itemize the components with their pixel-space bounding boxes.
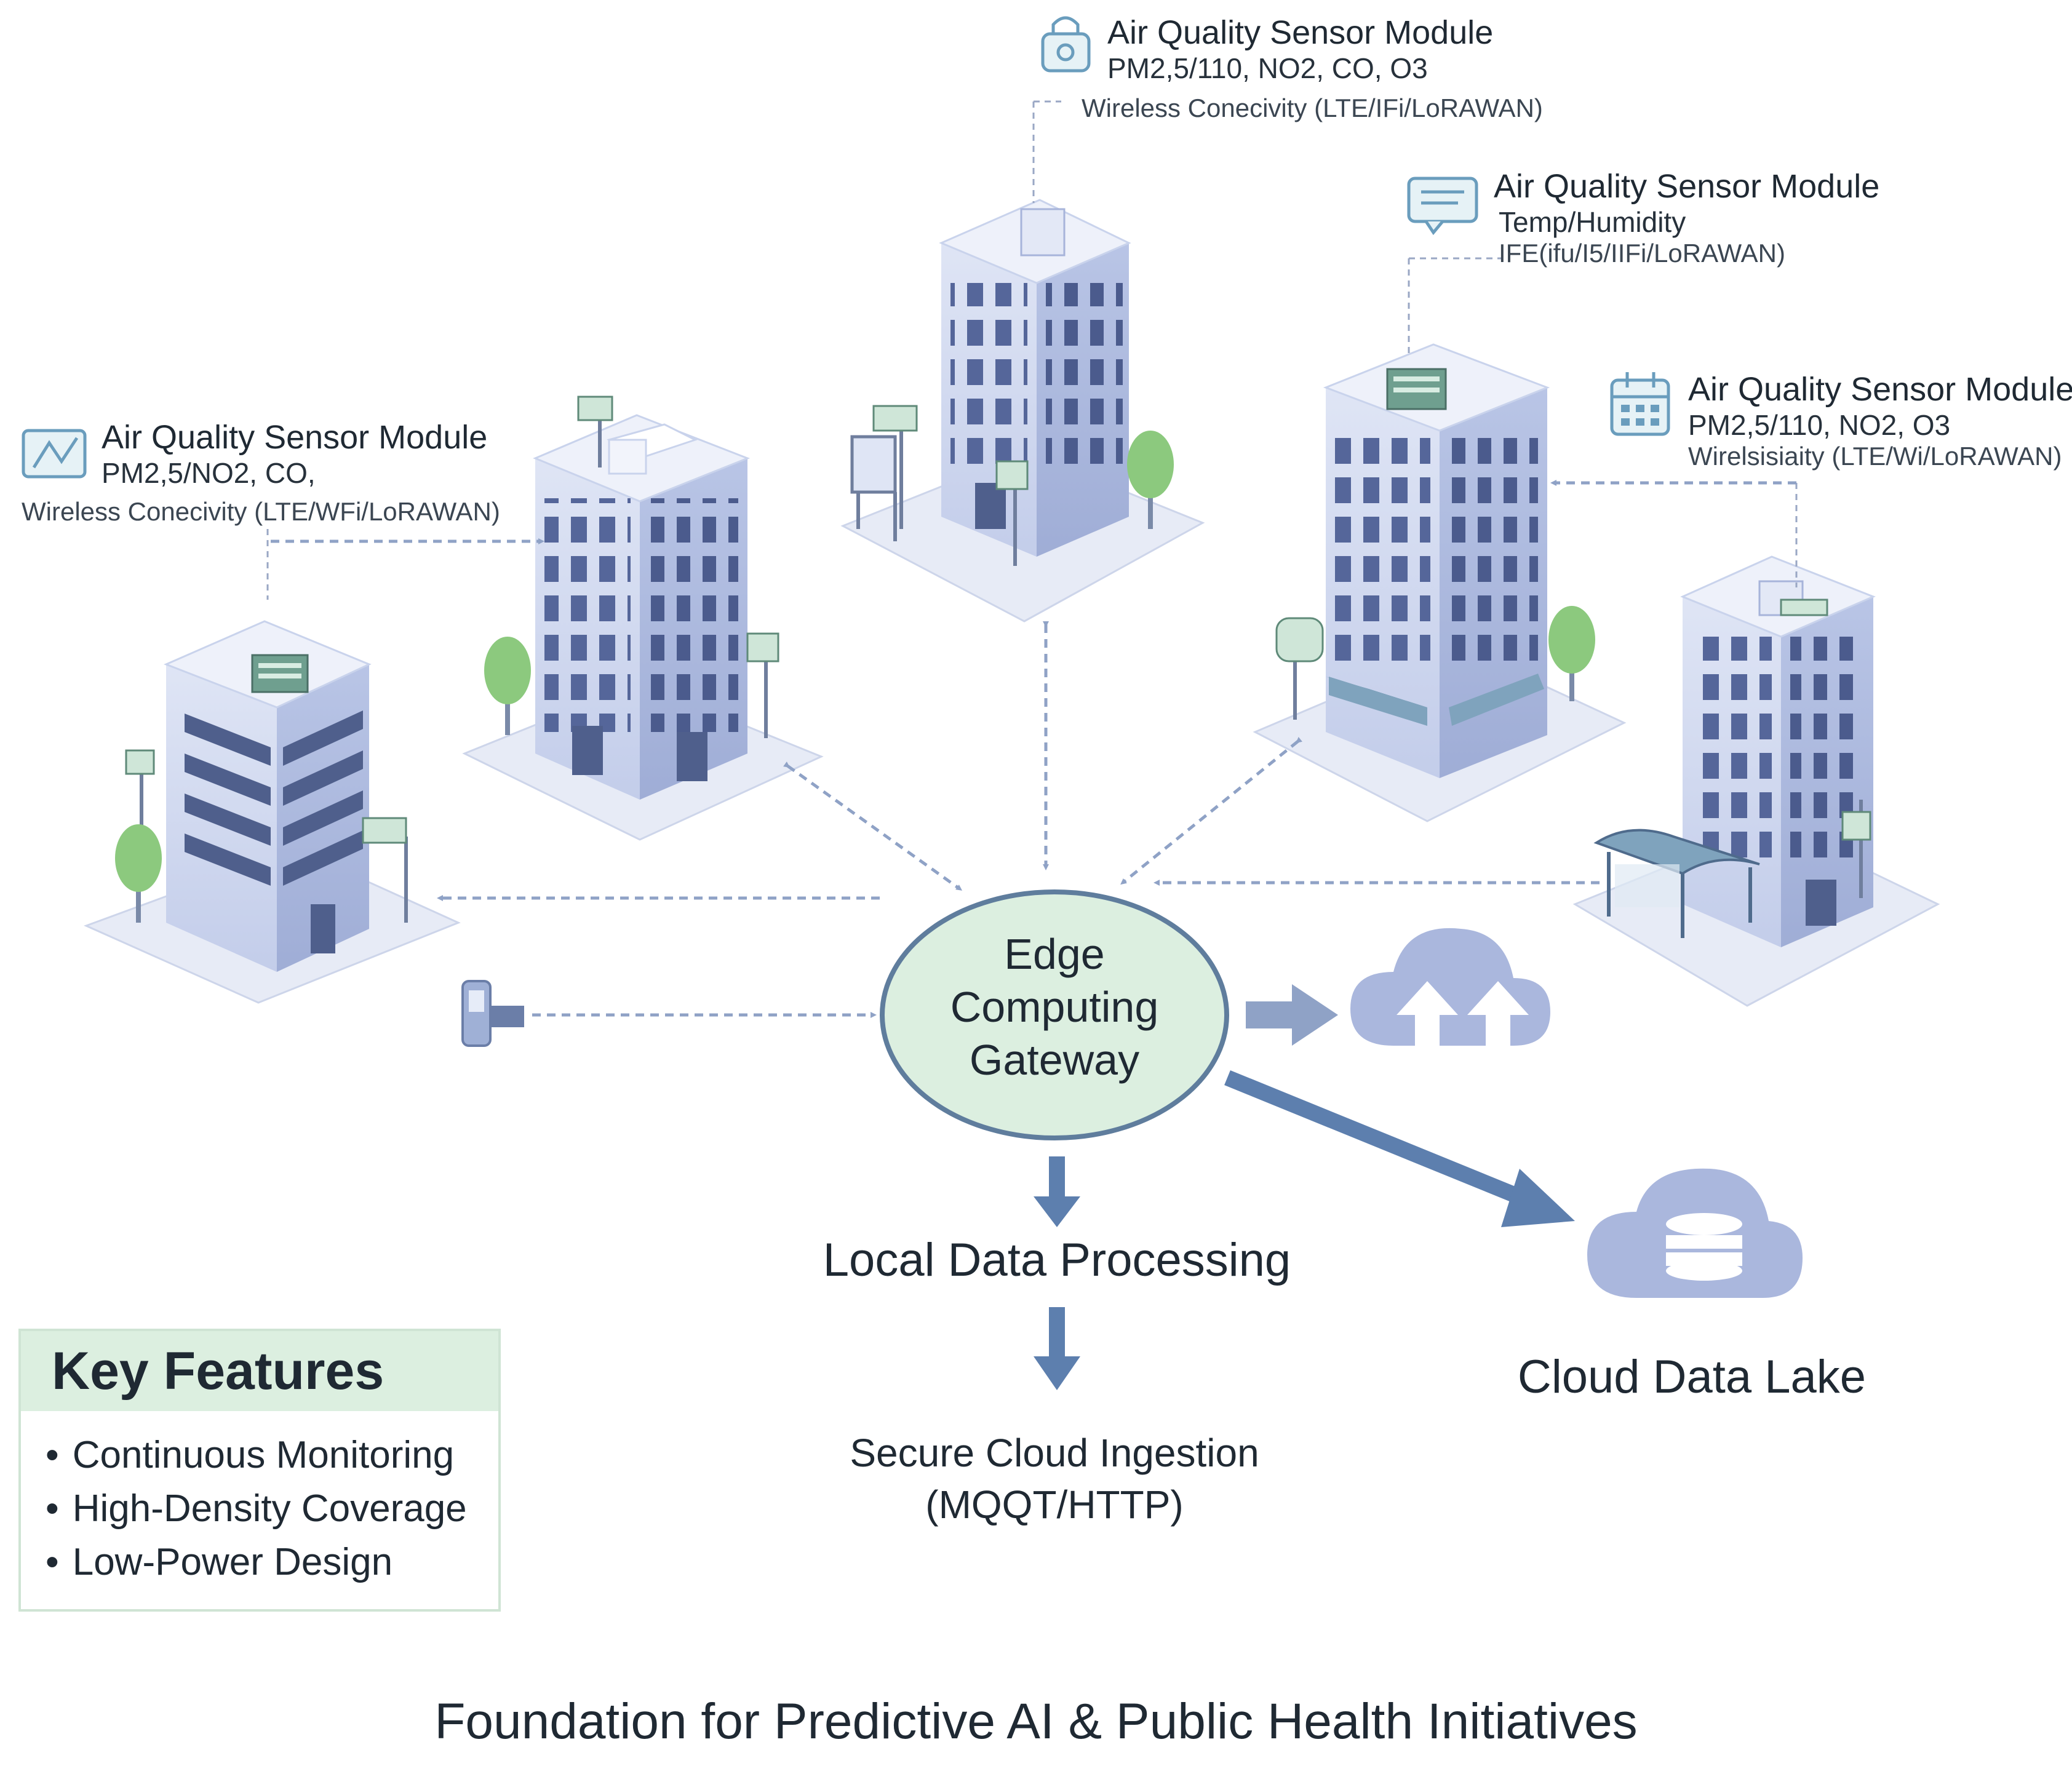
rooftop-sensor-module xyxy=(1386,368,1447,410)
sensor-module-label-northeast: Air Quality Sensor Module Temp/Humidity … xyxy=(1494,167,1879,268)
building-windows xyxy=(1335,431,1430,664)
module-connectivity: Wireless Conecivity (LTE/IFi/LoRAWAN) xyxy=(1082,93,1543,122)
module-title: Air Quality Sensor Module xyxy=(1107,14,1494,51)
sensor-module-label-west: Air Quality Sensor Module PM2,5/NO2, CO, xyxy=(102,418,487,490)
module-title: Air Quality Sensor Module xyxy=(1494,168,1880,205)
tree xyxy=(1127,431,1174,529)
standalone-sensor-device xyxy=(461,980,524,1047)
building-windows xyxy=(950,283,1027,467)
arrow-gateway-to-upload-cloud xyxy=(1246,984,1338,1046)
key-features-panel: Key Features Continuous Monitoring High-… xyxy=(18,1329,501,1612)
gateway-label-line: Gateway xyxy=(969,1036,1140,1084)
footer-tagline: Foundation for Predictive AI & Public He… xyxy=(434,1693,1638,1749)
rooftop-unit xyxy=(607,423,698,475)
building-center-top xyxy=(840,199,1205,622)
lock-icon xyxy=(1041,16,1091,73)
module-measurements: Temp/Humidity xyxy=(1499,206,1686,238)
storefront-awning xyxy=(1326,674,1544,726)
arrow-gateway-to-local-processing xyxy=(1034,1156,1080,1227)
link-building-b-to-gateway xyxy=(783,762,963,891)
feature-item: High-Density Coverage xyxy=(46,1482,498,1535)
building-door xyxy=(311,904,335,953)
tree xyxy=(1548,606,1595,701)
building-windows xyxy=(1449,431,1538,664)
building-door xyxy=(572,726,603,775)
sensor-module-label-east: Air Quality Sensor Module PM2,5/110, NO2… xyxy=(1688,370,2072,471)
pole-sensor xyxy=(1841,800,1871,898)
calendar-icon xyxy=(1610,372,1670,436)
key-features-title: Key Features xyxy=(21,1331,498,1411)
arrow-gateway-to-data-lake xyxy=(1224,1070,1575,1227)
label-leader-lines xyxy=(266,100,1798,600)
building-door xyxy=(677,732,707,781)
upload-cloud-icon xyxy=(1350,928,1550,1046)
gateway-ellipse xyxy=(880,889,1229,1140)
rooftop-sensor-module xyxy=(251,654,309,693)
link-building-d-to-gateway xyxy=(1120,736,1303,885)
building-bands xyxy=(185,710,363,886)
building-windows xyxy=(544,498,631,732)
module-connectivity: IFE(ifu/I5/IIFi/LoRAWAN) xyxy=(1499,239,1785,268)
module-title: Air Quality Sensor Module xyxy=(1688,371,2072,408)
message-icon xyxy=(1407,177,1478,236)
pole-sensor xyxy=(1275,617,1324,720)
building-door xyxy=(975,483,1006,529)
building-windows xyxy=(1046,283,1123,467)
module-pollutants: PM2,5/110, NO2, CO, O3 xyxy=(1107,52,1428,84)
sensor-chip-icon xyxy=(22,429,87,479)
secure-ingestion-protocols: (MQQT/HTTP) xyxy=(925,1482,1184,1527)
module-pollutants: PM2,5/110, NO2, O3 xyxy=(1688,409,1951,441)
sensor-module-label-north: Air Quality Sensor Module PM2,5/110, NO2… xyxy=(1107,14,1493,85)
building-windows xyxy=(1692,637,1772,864)
secure-ingestion-label: Secure Cloud Ingestion (MQQT/HTTP) xyxy=(850,1427,1259,1530)
key-features-list: Continuous Monitoring High-Density Cover… xyxy=(21,1411,498,1589)
feature-item: Continuous Monitoring xyxy=(46,1428,498,1482)
pole-sensor xyxy=(872,405,1029,566)
rooftop-sensor-box xyxy=(1020,208,1066,257)
gateway-label-line: Edge xyxy=(1004,930,1105,978)
building-far-right xyxy=(1572,555,1940,1007)
gateway-label-line: Computing xyxy=(950,983,1159,1031)
building-right-tall xyxy=(1253,343,1627,822)
building-left-banded xyxy=(84,620,461,1004)
tree xyxy=(115,824,162,923)
bus-shelter xyxy=(1593,829,1760,938)
database-cloud-icon xyxy=(1587,1168,1803,1298)
local-processing-label: Local Data Processing xyxy=(823,1234,1291,1286)
building-door xyxy=(1806,880,1836,926)
billboard xyxy=(850,435,897,541)
secure-ingestion-title: Secure Cloud Ingestion xyxy=(850,1431,1259,1475)
gateway-label: Edge Computing Gateway xyxy=(950,928,1159,1086)
module-title: Air Quality Sensor Module xyxy=(102,419,488,456)
building-windows xyxy=(649,498,738,732)
pole-sensor xyxy=(577,396,779,738)
building-left-tall xyxy=(462,396,824,841)
feature-item: Low-Power Design xyxy=(46,1535,498,1589)
module-pollutants: PM2,5/NO2, CO, xyxy=(102,457,316,489)
arrow-local-processing-to-ingestion xyxy=(1034,1307,1080,1390)
module-connectivity: Wireless Conecivity (LTE/WFi/LoRAWAN) xyxy=(22,497,500,526)
module-connectivity: Wirelsisiaity (LTE/Wi/LoRAWAN) xyxy=(1688,442,2062,471)
rooftop-sensor-module xyxy=(1780,599,1828,616)
network-links xyxy=(271,480,1796,1018)
tree xyxy=(484,637,531,735)
cloud-data-lake-label: Cloud Data Lake xyxy=(1517,1351,1867,1403)
